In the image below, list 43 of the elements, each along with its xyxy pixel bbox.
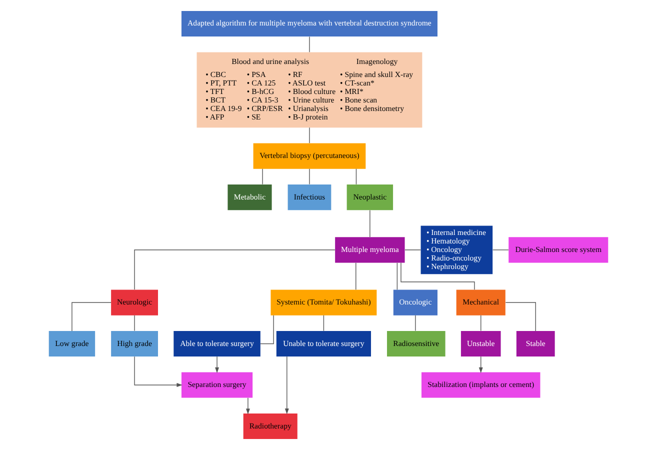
- node-box: Radiosensitive: [386, 330, 445, 357]
- node-box: Blood and urine analysis Imagenology • CBC • PT, PTT • TFT • BCT • CEA 19-9 • AFP • PSA • CA 125 • B-hCG • CA 15-3 • CRP/ESR • SE • RF • ASLO test • Blood culture • Urine culture • Urianalysis • B-J protein • Spine and skull X-ray • CT-scan* • MRI* • Bone scan • Bone densitometry: [196, 52, 422, 128]
- node-box: • Internal medicine • Hematology • Oncology • Radio-oncology • Nephrology: [420, 226, 492, 274]
- node-box: Stable: [516, 330, 554, 357]
- connector: [322, 314, 324, 332]
- connector: [355, 168, 356, 185]
- connector: [414, 314, 416, 332]
- connector: [355, 262, 356, 290]
- node-box: Neurologic: [110, 290, 158, 316]
- node-box: Oncologic: [392, 290, 437, 316]
- node-box: Unstable: [460, 330, 500, 357]
- arrow: [214, 356, 219, 374]
- node-box: Metabolic: [227, 184, 272, 210]
- connector: [400, 262, 474, 290]
- connector: [260, 314, 274, 344]
- node-box: Radiotherapy: [242, 413, 297, 440]
- connector: [308, 127, 310, 144]
- connector: [396, 262, 398, 290]
- arrow: [284, 356, 288, 414]
- node-box: Durie-Salmon score system: [508, 237, 608, 263]
- node-box: Systemic (Tomita/ Tokuhashi): [270, 290, 376, 316]
- node-box: Infectious: [287, 184, 331, 210]
- node-box: Neoplastic: [346, 184, 393, 210]
- node-box: Low grade: [48, 330, 95, 357]
- arrow: [245, 397, 250, 414]
- arrow: [134, 356, 182, 387]
- connector: [308, 168, 310, 185]
- node-box: Adapted algorithm for multiple myeloma with vertebral destruction syndrome: [180, 10, 437, 37]
- node-box: Multiple myeloma: [334, 237, 404, 263]
- node-box: High grade: [110, 330, 158, 357]
- node-box: Vertebral biopsy (percutaneous): [252, 143, 366, 169]
- arrow: [478, 356, 482, 374]
- node-box: Able to tolerate surgery: [173, 330, 260, 357]
- node-box: Stabilization (implants or cement): [420, 372, 540, 398]
- node-box: Unable to tolerate surgery: [276, 330, 370, 357]
- connector: [480, 314, 481, 332]
- connector: [504, 302, 536, 332]
- connector: [71, 302, 111, 332]
- node-box: Mechanical: [456, 290, 505, 316]
- connector: [369, 210, 370, 238]
- connector: [134, 250, 335, 290]
- connector: [308, 36, 310, 52]
- node-box: Separation surgery: [180, 372, 252, 398]
